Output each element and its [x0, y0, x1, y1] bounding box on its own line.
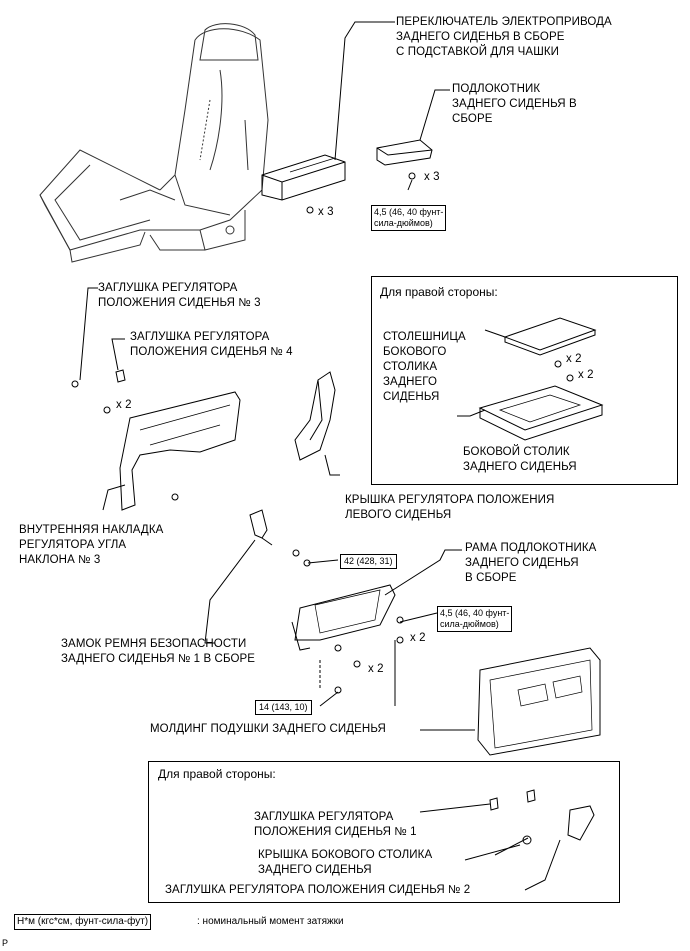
cap-no2-part [567, 805, 595, 841]
legend-meaning: : номинальный момент затяжки [197, 916, 344, 927]
switch-assy-part [261, 154, 346, 214]
inner-recliner-cover-part [119, 391, 241, 511]
label-cap-no4: ЗАГЛУШКА РЕГУЛЯТОРА ПОЛОЖЕНИЯ СИДЕНЬЯ № … [130, 331, 293, 358]
label-switch-assy: ПЕРЕКЛЮЧАТЕЛЬ ЭЛЕКТРОПРИВОДА ЗАДНЕГО СИД… [396, 16, 612, 58]
torque-box-frame: 4,5 (46, 40 фунт- сила-дюймов) [437, 606, 513, 632]
side-table-part [478, 385, 604, 441]
label-cap-no2: ЗАГЛУШКА РЕГУЛЯТОРА ПОЛОЖЕНИЯ СИДЕНЬЯ № … [165, 884, 471, 896]
panel-title-top: Для правой стороны: [380, 285, 498, 299]
label-side-table-cover: КРЫШКА БОКОВОГО СТОЛИКА ЗАДНЕГО СИДЕНЬЯ [258, 849, 433, 876]
label-cushion-molding: МОЛДИНГ ПОДУШКИ ЗАДНЕГО СИДЕНЬЯ [150, 723, 386, 735]
right-side-panel-bottom [148, 761, 620, 903]
label-cap-no3: ЗАГЛУШКА РЕГУЛЯТОРА ПОЛОЖЕНИЯ СИДЕНЬЯ № … [98, 282, 261, 309]
left-adjuster-cover-part [294, 371, 336, 461]
qty-armrest: x 3 [424, 171, 440, 183]
torque-box-frame-bottom: 14 (143, 10) [255, 700, 312, 715]
torque-box-buckle: 42 (428, 31) [340, 554, 397, 569]
cap-no1-part [489, 797, 499, 811]
rear-seat-illustration [39, 23, 269, 263]
label-tabletop: СТОЛЕШНИЦА БОКОВОГО СТОЛИКА ЗАДНЕГО СИДЕ… [383, 331, 466, 403]
qty-table-2: x 2 [578, 369, 594, 381]
tabletop-part [503, 317, 597, 356]
side-table-cover-part [522, 835, 532, 845]
torque-box-armrest: 4,5 (46, 40 фунт- сила-дюймов) [371, 205, 447, 231]
qty-frame-1: x 2 [410, 632, 426, 644]
label-seat-belt-buckle: ЗАМОК РЕМНЯ БЕЗОПАСНОСТИ ЗАДНЕГО СИДЕНЬЯ… [61, 638, 256, 665]
label-inner-recliner-cover: ВНУТРЕННЯЯ НАКЛАДКА РЕГУЛЯТОРА УГЛА НАКЛ… [19, 524, 164, 566]
cushion-molding-part [477, 647, 601, 756]
cap-no4-part [115, 369, 126, 383]
qty-table-1: x 2 [566, 353, 582, 365]
label-armrest-assy: ПОДЛОКОТНИК ЗАДНЕГО СИДЕНЬЯ В СБОРЕ [452, 83, 577, 125]
label-side-table: БОКОВОЙ СТОЛИК ЗАДНЕГО СИДЕНЬЯ [463, 446, 577, 473]
legend-unit-box: Н*м (кгс*см, фунт-сила-фут) [14, 914, 152, 930]
cap-no3-part [71, 380, 79, 388]
label-left-adjuster-cover: КРЫШКА РЕГУЛЯТОРА ПОЛОЖЕНИЯ ЛЕВОГО СИДЕН… [345, 494, 555, 521]
corner-mark: P [2, 938, 9, 948]
qty-frame-2: x 2 [368, 663, 384, 675]
armrest-frame-part [291, 584, 404, 694]
qty-cap: x 2 [116, 399, 132, 411]
right-side-panel-top [371, 276, 678, 485]
seat-belt-buckle-part [249, 509, 311, 567]
label-cap-no1: ЗАГЛУШКА РЕГУЛЯТОРА ПОЛОЖЕНИЯ СИДЕНЬЯ № … [254, 811, 417, 838]
qty-switch: x 3 [318, 206, 334, 218]
label-armrest-frame: РАМА ПОДЛОКОТНИКА ЗАДНЕГО СИДЕНЬЯ В СБОР… [465, 542, 597, 584]
panel-title-bottom: Для правой стороны: [158, 767, 276, 781]
